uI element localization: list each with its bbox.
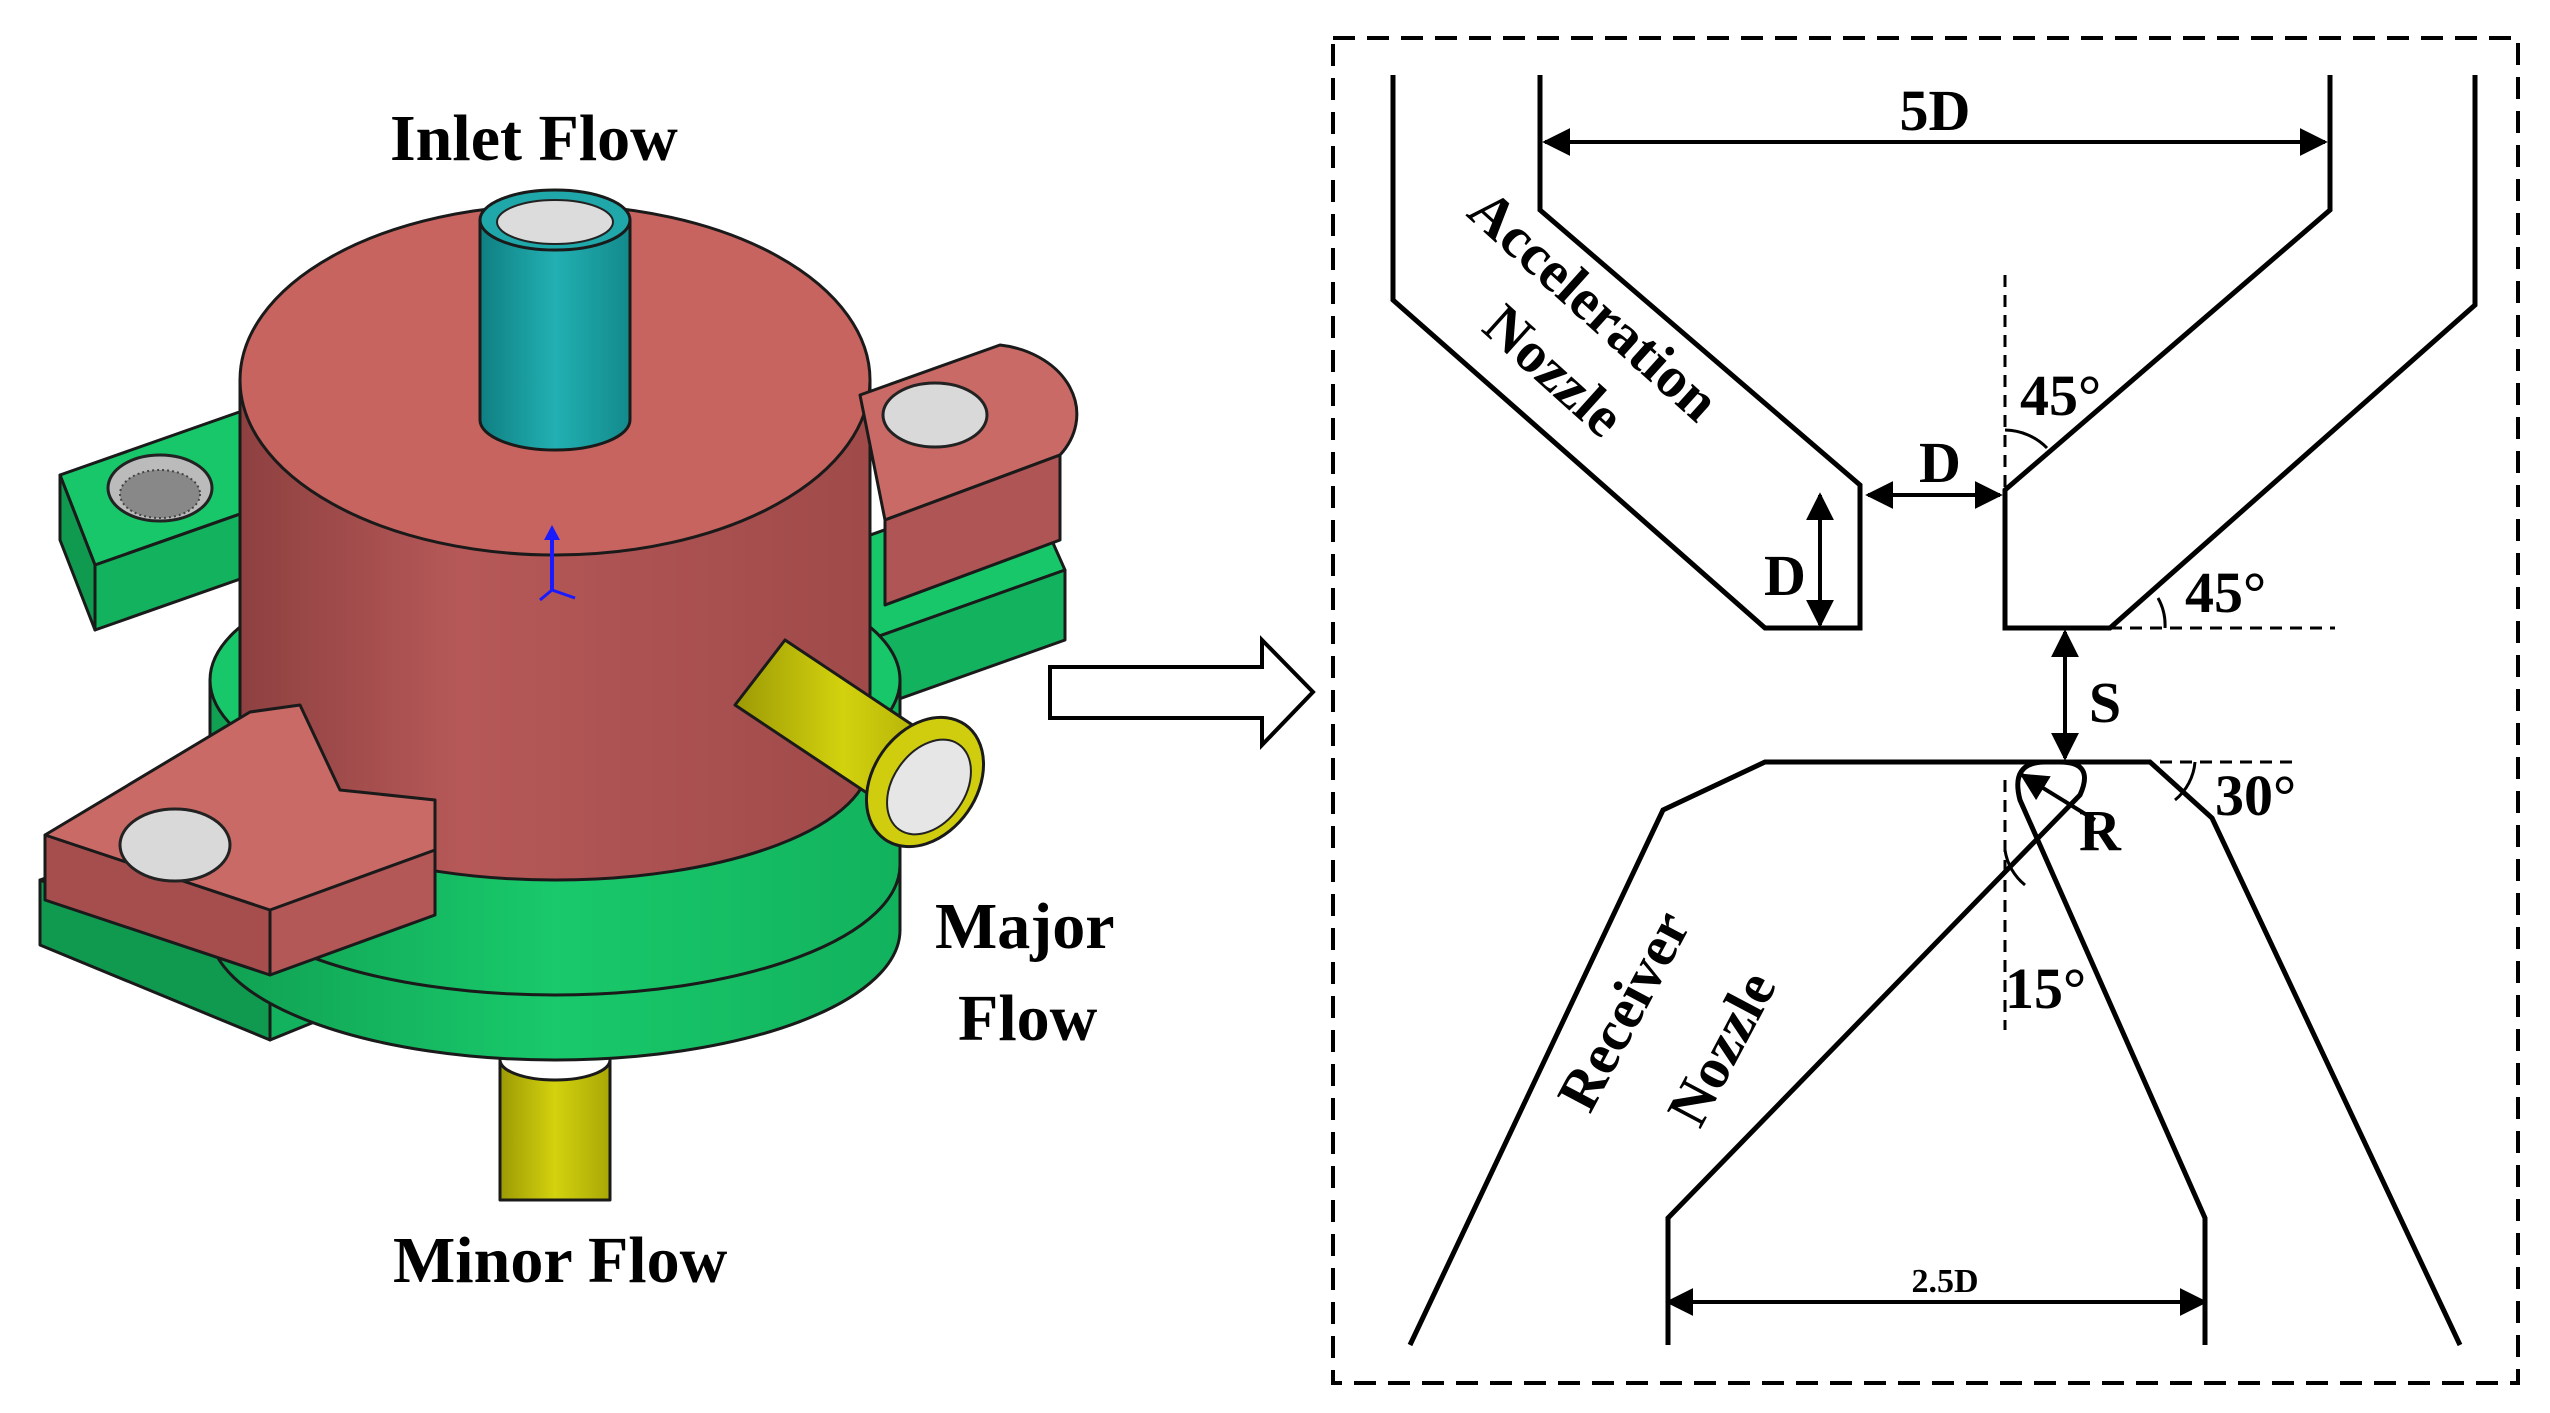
major-flow-label-line1: Major [935,890,1115,963]
angle-45-lower: 45° [2185,560,2266,625]
minor-flow-pipe [498,1058,612,1202]
receiver-nozzle-label: Nozzle [1654,961,1788,1137]
axis-triad-icon [539,525,576,602]
schematic-frame [1331,36,2520,1385]
inlet-pipe [478,218,632,452]
major-flow-label-line2: Flow [958,982,1098,1055]
device-3d-model [38,188,1079,1202]
dim-d-length: D [1764,543,1806,608]
bolt-hole-front [118,807,232,883]
angle-30: 30° [2215,763,2296,828]
angle-15: 15° [2005,956,2086,1021]
dim-s: S [2089,670,2121,735]
hollow-arrow [1048,635,1316,750]
inlet-flow-label: Inlet Flow [390,102,678,175]
minor-flow-label: Minor Flow [393,1224,728,1297]
dim-r: R [2079,798,2122,863]
acceleration-nozzle [1390,75,2478,631]
angle-45-upper: 45° [2020,363,2101,428]
dim-d-width: D [1919,430,1961,495]
dim-5d: 5D [1900,78,1971,143]
bolt-hole-right [881,381,989,449]
dim-2-5d: 2.5D [1911,1263,1978,1300]
